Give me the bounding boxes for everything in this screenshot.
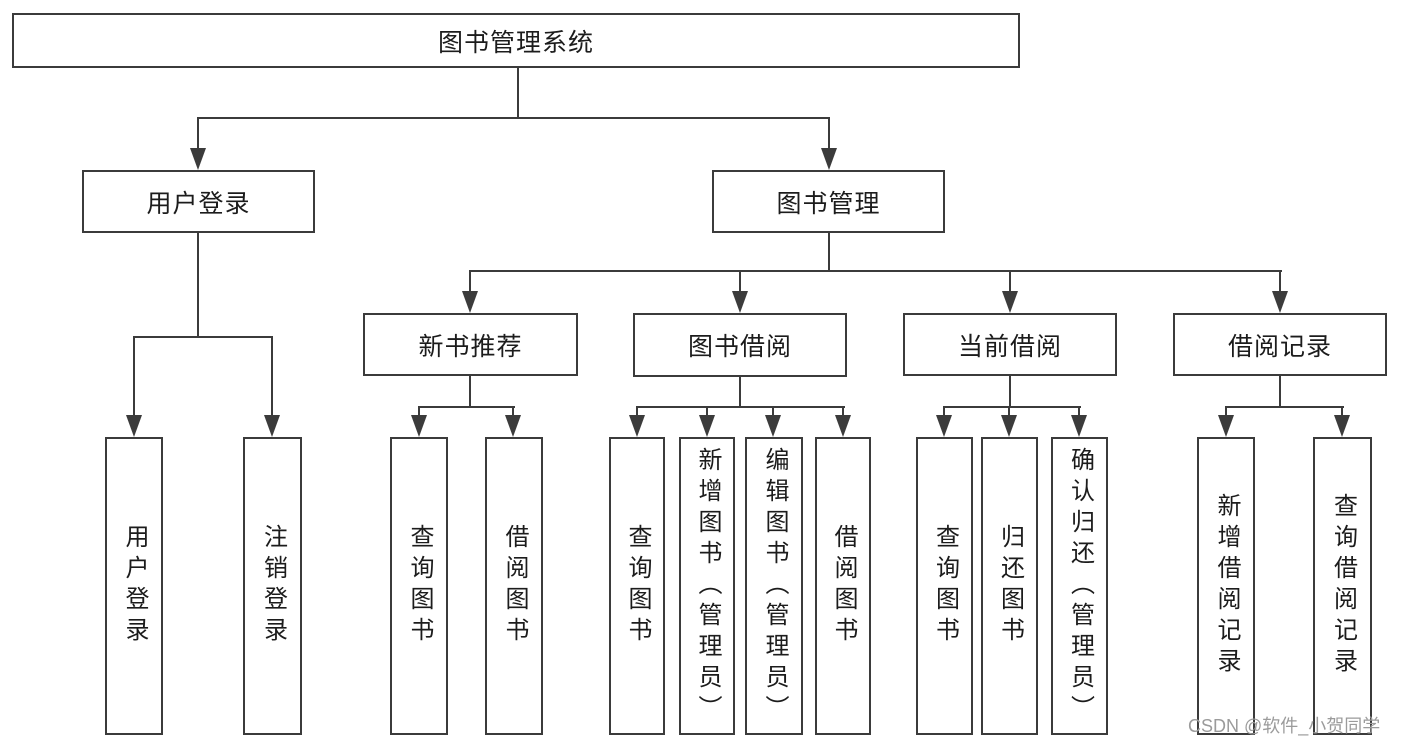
connector-drop (636, 406, 638, 417)
leaf-label: 确认归还（管理员） (1066, 446, 1094, 726)
arrowhead-down-icon (411, 415, 427, 437)
arrowhead-down-icon (1272, 291, 1288, 313)
leaf-label: 查询图书 (406, 524, 433, 648)
node-leaf-borrow-book: 借阅图书 (485, 437, 543, 735)
connector-drop (1225, 406, 1227, 417)
arrowhead-down-icon (1334, 415, 1350, 437)
leaf-label: 新增图书（管理员） (694, 446, 721, 726)
connector-drop (469, 270, 471, 293)
arrowhead-down-icon (821, 148, 837, 170)
node-leaf-return-book: 归还图书 (981, 437, 1038, 735)
csdn-watermark: CSDN @软件_小贺同学 (1188, 716, 1381, 736)
connector-drop (418, 406, 420, 417)
node-borrow-record: 借阅记录 (1173, 313, 1387, 376)
arrowhead-down-icon (629, 415, 645, 437)
arrowhead-down-icon (126, 415, 142, 437)
node-root-system: 图书管理系统 (12, 13, 1020, 68)
connector-book-management-drop (828, 117, 830, 150)
arrowhead-down-icon (190, 148, 206, 170)
connector-new-book-branch (418, 406, 515, 408)
arrowhead-down-icon (936, 415, 952, 437)
leaf-label: 注销登录 (259, 524, 287, 648)
node-leaf-query-book: 查询图书 (916, 437, 973, 735)
connector-drop (739, 270, 741, 293)
node-current-borrow: 当前借阅 (903, 313, 1117, 376)
leaf-label: 借阅图书 (830, 524, 857, 648)
leaf-label: 查询图书 (624, 524, 651, 648)
connector-drop (1341, 406, 1343, 417)
leaf-label: 查询借阅记录 (1329, 493, 1357, 679)
connector-drop (1009, 270, 1011, 293)
node-book-management: 图书管理 (712, 170, 945, 233)
node-leaf-query-book: 查询图书 (390, 437, 448, 735)
arrowhead-down-icon (1218, 415, 1234, 437)
connector-level2-branch (197, 117, 830, 119)
connector-user-login-branch (133, 336, 273, 338)
connector-drop (1279, 270, 1281, 293)
node-leaf-add-book-admin: 新增图书（管理员） (679, 437, 735, 735)
node-book-borrow: 图书借阅 (633, 313, 847, 377)
node-leaf-query-book: 查询图书 (609, 437, 665, 735)
arrowhead-down-icon (765, 415, 781, 437)
node-leaf-confirm-return-admin: 确认归还（管理员） (1051, 437, 1108, 735)
arrowhead-down-icon (699, 415, 715, 437)
node-leaf-add-borrow-record: 新增借阅记录 (1197, 437, 1255, 735)
connector-book-borrow-branch (636, 406, 845, 408)
leaf-label: 新增借阅记录 (1213, 493, 1240, 679)
connector-drop (512, 406, 514, 417)
arrowhead-down-icon (732, 291, 748, 313)
connector-root-stem (517, 68, 519, 118)
connector-drop (706, 406, 708, 417)
connector-book-management-stem (828, 233, 830, 272)
connector-drop (1008, 406, 1010, 417)
connector-current-borrow-branch (943, 406, 1081, 408)
arrowhead-down-icon (1002, 291, 1018, 313)
leaf-label: 借阅图书 (501, 524, 528, 648)
arrowhead-down-icon (264, 415, 280, 437)
arrowhead-down-icon (1001, 415, 1017, 437)
leaf-label: 用户登录 (121, 524, 148, 648)
arrowhead-down-icon (462, 291, 478, 313)
connector-user-login-stem (197, 233, 199, 338)
connector-drop (772, 406, 774, 417)
connector-drop (271, 336, 273, 417)
node-leaf-edit-book-admin: 编辑图书（管理员） (745, 437, 803, 735)
connector-book-management-branch (469, 270, 1282, 272)
connector-borrow-record-stem (1279, 376, 1281, 408)
connector-book-borrow-stem (739, 377, 741, 408)
node-leaf-user-login: 用户登录 (105, 437, 163, 735)
connector-drop (842, 406, 844, 417)
leaf-label: 查询图书 (931, 524, 959, 648)
arrowhead-down-icon (505, 415, 521, 437)
connector-borrow-record-branch (1225, 406, 1344, 408)
connector-drop (133, 336, 135, 417)
leaf-label: 编辑图书（管理员） (761, 446, 788, 726)
connector-drop (1078, 406, 1080, 417)
connector-current-borrow-stem (1009, 376, 1011, 408)
connector-drop (943, 406, 945, 417)
connector-new-book-stem (469, 376, 471, 408)
connector-user-login-drop (197, 117, 199, 150)
arrowhead-down-icon (835, 415, 851, 437)
arrowhead-down-icon (1071, 415, 1087, 437)
leaf-label: 归还图书 (996, 524, 1024, 648)
node-leaf-logout: 注销登录 (243, 437, 302, 735)
node-new-book-recommend: 新书推荐 (363, 313, 578, 376)
node-user-login: 用户登录 (82, 170, 315, 233)
node-leaf-borrow-book: 借阅图书 (815, 437, 871, 735)
node-leaf-query-borrow-record: 查询借阅记录 (1313, 437, 1372, 735)
